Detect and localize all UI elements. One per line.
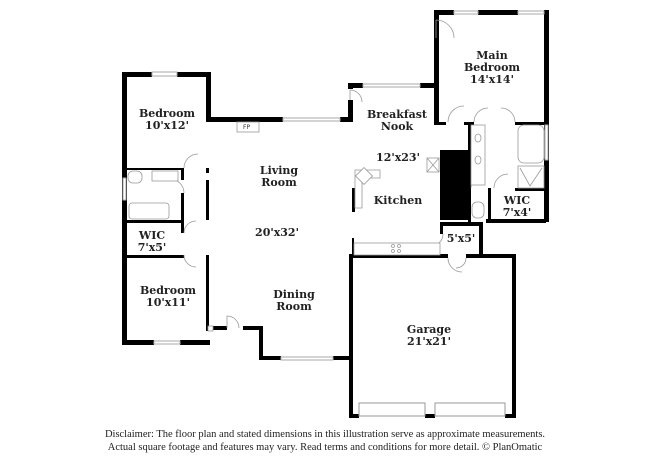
room-name: Bedroom xyxy=(139,284,197,297)
room-name: Breakfast xyxy=(367,108,427,121)
room-name: Room xyxy=(276,300,312,313)
fireplace-label: FP xyxy=(243,124,251,131)
room-name: WIC xyxy=(503,194,531,207)
room-name: Dining xyxy=(273,288,315,301)
room-dimension: 21'x21' xyxy=(407,335,451,348)
room-dimension: 7'x4' xyxy=(502,206,532,219)
room-name: Garage xyxy=(406,323,452,336)
room-name: Bedroom xyxy=(138,107,196,120)
room-label-bedroom-1: Bedroom 10'x12' xyxy=(139,108,195,132)
room-dimension: 14'x14' xyxy=(470,73,514,86)
room-label-laundry: 5'x5' xyxy=(447,233,476,245)
room-label-kitchen: Kitchen xyxy=(374,195,423,207)
room-label-dining-room: Dining Room xyxy=(273,289,315,313)
room-label-breakfast-nook: Breakfast Nook xyxy=(367,109,427,133)
room-name: Room xyxy=(261,176,297,189)
room-label-wic-1: WIC 7'x5' xyxy=(138,230,167,254)
disclaimer-line-2: Actual square footage and features may v… xyxy=(107,442,543,453)
fixtures xyxy=(127,121,545,332)
room-label-living-room: Living Room xyxy=(260,165,298,189)
room-dimension: 10'x11' xyxy=(146,296,190,309)
room-dimension: 20'x32' xyxy=(255,226,299,239)
room-label-bedroom-2: Bedroom 10'x11' xyxy=(140,285,196,309)
disclaimer-line-1: Disclaimer: The floor plan and stated di… xyxy=(104,429,546,440)
room-name: Kitchen xyxy=(373,194,423,207)
room-dimension: 12'x23' xyxy=(376,151,420,164)
room-name: Living xyxy=(259,164,299,177)
room-dimension: 5'x5' xyxy=(446,232,476,245)
room-label-wic-2: WIC 7'x4' xyxy=(503,195,532,219)
room-dimension: 7'x5' xyxy=(137,241,167,254)
room-label-main-bedroom: Main Bedroom 14'x14' xyxy=(464,50,520,86)
room-name: Nook xyxy=(380,120,414,133)
room-name: Main xyxy=(476,49,508,62)
room-dimension: 10'x12' xyxy=(145,119,189,132)
room-label-kitchen-dim: 12'x23' xyxy=(376,152,420,164)
garage-doors xyxy=(358,402,506,417)
disclaimer: Disclaimer: The floor plan and stated di… xyxy=(0,428,650,454)
windows xyxy=(122,10,549,361)
room-name: WIC xyxy=(138,229,166,242)
room-label-garage: Garage 21'x21' xyxy=(407,324,451,348)
room-label-living-dim: 20'x32' xyxy=(255,227,299,239)
room-name: Bedroom xyxy=(463,61,521,74)
